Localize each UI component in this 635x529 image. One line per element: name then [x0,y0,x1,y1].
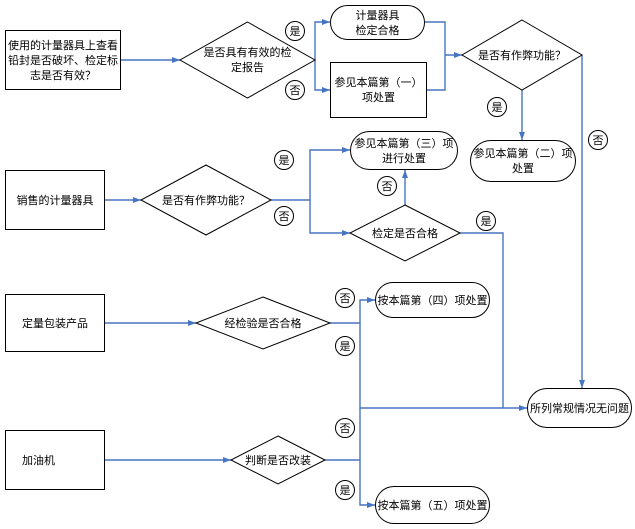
no-issues-terminal: 所列常规情况无问题 [527,388,632,428]
handle-item-5-text: 按本篇第（五）项处置 [377,498,488,512]
calibrated-ok-terminal: 计量器具 检定合格 [330,5,425,40]
branch-label-verification-yes: 是 [476,211,496,231]
calibrated-ok-text: 计量器具 [355,8,400,22]
arrow-modification-yes-to-item-5 [359,460,375,508]
prepackaged-goods-text: 定量包装产品 [22,316,88,330]
cheat-check-sold-diamond-shape [141,165,271,235]
branch-label-cheat-instruments-no: 否 [588,130,608,150]
prepackaged-goods-box: 定量包装产品 [5,294,105,352]
verification-diamond-shape [350,205,460,261]
modification-text: 判断是否改装 [245,453,311,468]
connector-item-1-to-merge [427,55,446,91]
calibrated-ok-text: 检定合格 [355,23,400,37]
arrow-inspection-no-to-item-4 [330,297,375,324]
seal-check-text: 铅封是否破坏、检定标 [8,53,118,67]
cheat-check-instruments-diamond-shape [462,20,582,90]
valid-report-text-line: 定报告 [231,61,264,74]
seal-check-box: 使用的计量器具上查看 铅封是否破坏、检定标 志是否有效？ [5,30,121,90]
branch-label-inspection-no: 否 [335,288,355,308]
cheat-check-sold-text: 是否有作弊功能？ [162,193,250,208]
cheat-check-instruments-decision: 是否有作弊功能？ [462,20,582,90]
modification-text-line: 判断是否改装 [245,453,311,467]
see-item-3-text: 进行处置 [382,151,426,165]
branch-label-verification-no: 否 [377,176,397,196]
arrow-report-no-to-item-1 [314,60,330,93]
handle-item-5-terminal: 按本篇第（五）项处置 [375,486,490,524]
verification-text-line: 检定是否合格 [372,226,438,240]
branch-label-cheat-instruments-yes: 是 [487,97,507,117]
sold-instruments-box: 销售的计量器具 [5,170,105,230]
valid-report-decision: 是否具有有效的检 定报告 [180,22,315,98]
inspection-diamond-shape [196,297,330,349]
branch-label-report-no: 否 [285,80,305,100]
cheat-check-instruments-text: 是否有作弊功能？ [478,48,566,63]
branch-label-cheat-sold-yes: 是 [274,150,294,170]
arrow-report-yes-to-calibrated [314,19,330,60]
connector-verification-yes-to-no-issues [460,232,504,408]
modification-decision: 判断是否改装 [231,436,325,484]
inspection-decision: 经检验是否合格 [196,297,330,349]
sold-instruments-text: 销售的计量器具 [16,193,94,207]
see-item-3-text: 参见本篇第（三）项 [354,136,454,150]
connector-calibrated-to-merge [425,21,446,55]
cheat-check-sold-text-line: 是否有作弊功能？ [162,193,250,207]
cheat-check-sold-decision: 是否有作弊功能？ [141,165,271,235]
arrow-inspection-yes-to-no-issues [359,323,527,411]
verification-decision: 检定是否合格 [350,205,460,261]
valid-report-text-line: 是否具有有效的检 [203,46,292,59]
fuel-dispenser-box: 加油机 [5,430,105,490]
see-item-3-terminal: 参见本篇第（三）项 进行处置 [350,131,458,170]
see-item-2-text: 参见本篇第（二）项 [473,147,573,160]
fuel-dispenser-text: 加油机 [22,453,55,467]
valid-report-text: 是否具有有效的检 定报告 [204,45,292,75]
valid-report-diamond-shape [180,22,315,98]
seal-check-text: 使用的计量器具上查看 [8,38,118,52]
arrow-sold-cheat-no-to-verification [309,200,350,236]
inspection-text-line: 经检验是否合格 [224,316,302,330]
cheat-check-instruments-text-line: 是否有作弊功能？ [478,48,566,62]
see-item-1-text: 项处置 [362,91,395,104]
handle-item-4-terminal: 按本篇第（四）项处置 [375,282,490,318]
modification-diamond-shape [231,436,325,484]
branch-label-modification-no: 否 [335,418,355,438]
handle-item-4-text: 按本篇第（四）项处置 [377,293,488,307]
see-item-1-box: 参见本篇第（一） 项处置 [330,62,427,118]
see-item-2-terminal: 参见本篇第（二）项 处置 [470,140,576,182]
no-issues-text: 所列常规情况无问题 [530,401,629,415]
branch-label-cheat-sold-no: 否 [274,206,294,226]
branch-label-report-yes: 是 [285,21,305,41]
branch-label-inspection-yes: 是 [335,336,355,356]
inspection-text: 经检验是否合格 [225,316,302,331]
arrow-sold-cheat-yes-to-item-3 [271,147,350,201]
see-item-1-text: 参见本篇第（一） [334,76,423,89]
see-item-2-text: 处置 [512,162,534,175]
verification-text: 检定是否合格 [372,226,438,241]
branch-label-modification-yes: 是 [335,480,355,500]
seal-check-text: 志是否有效？ [30,68,96,82]
